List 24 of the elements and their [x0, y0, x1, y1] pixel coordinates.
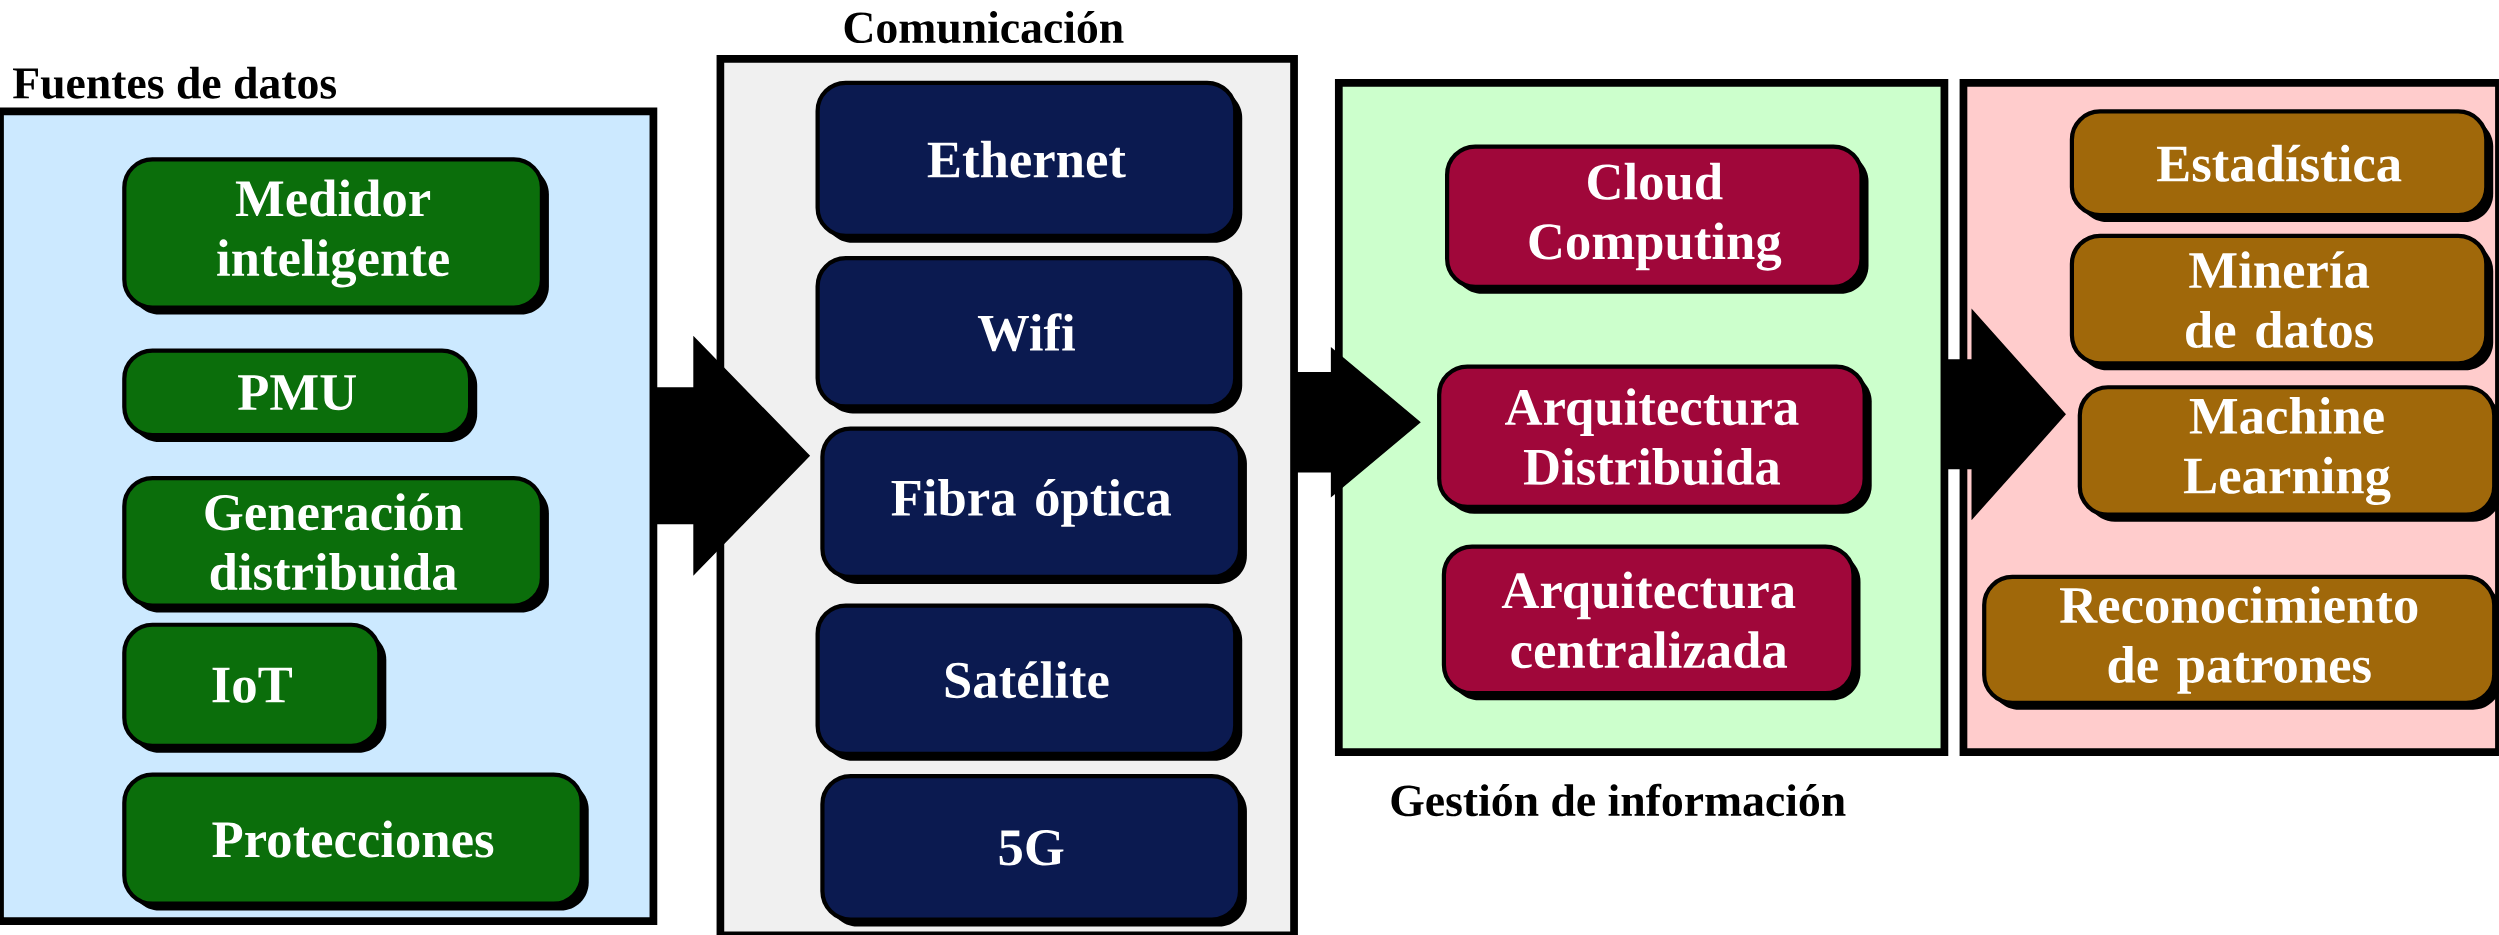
- rounded-box: 5G: [820, 773, 1247, 927]
- rounded-box: Fibra óptica: [820, 426, 1247, 584]
- panel-title: Fuentes de datos: [13, 66, 336, 99]
- rounded-box: PMU: [122, 348, 478, 442]
- rounded-box: IoT: [122, 622, 387, 753]
- rounded-box: Satélite: [815, 603, 1243, 761]
- rounded-box: Wifi: [815, 255, 1243, 414]
- panel-title: Gestión de información: [1391, 783, 1846, 817]
- rounded-box: Cloud Computing: [1445, 144, 1869, 294]
- rounded-box: Machine Learning: [2077, 384, 2499, 522]
- panel-title: Comunicación: [844, 10, 1124, 43]
- rounded-box: Ethernet: [815, 80, 1243, 243]
- block-arrow: [1297, 346, 1421, 498]
- rounded-box: Arquitectura Distribuida: [1437, 364, 1872, 514]
- rounded-box: Medidor inteligente: [122, 157, 549, 315]
- rounded-box: Minería de datos: [2069, 233, 2494, 371]
- rounded-box: Reconocimiento de patrones: [1982, 574, 2499, 710]
- rounded-box: Generación distribuida: [122, 475, 549, 613]
- block-arrow: [1947, 308, 2066, 520]
- node-label: Machine Learning: [2183, 396, 2391, 505]
- rounded-box: Estadística: [2069, 109, 2494, 222]
- block-arrow: [656, 335, 811, 576]
- rounded-box: Arquitectura centralizada: [1441, 544, 1861, 701]
- rounded-box: Protecciones: [122, 772, 589, 911]
